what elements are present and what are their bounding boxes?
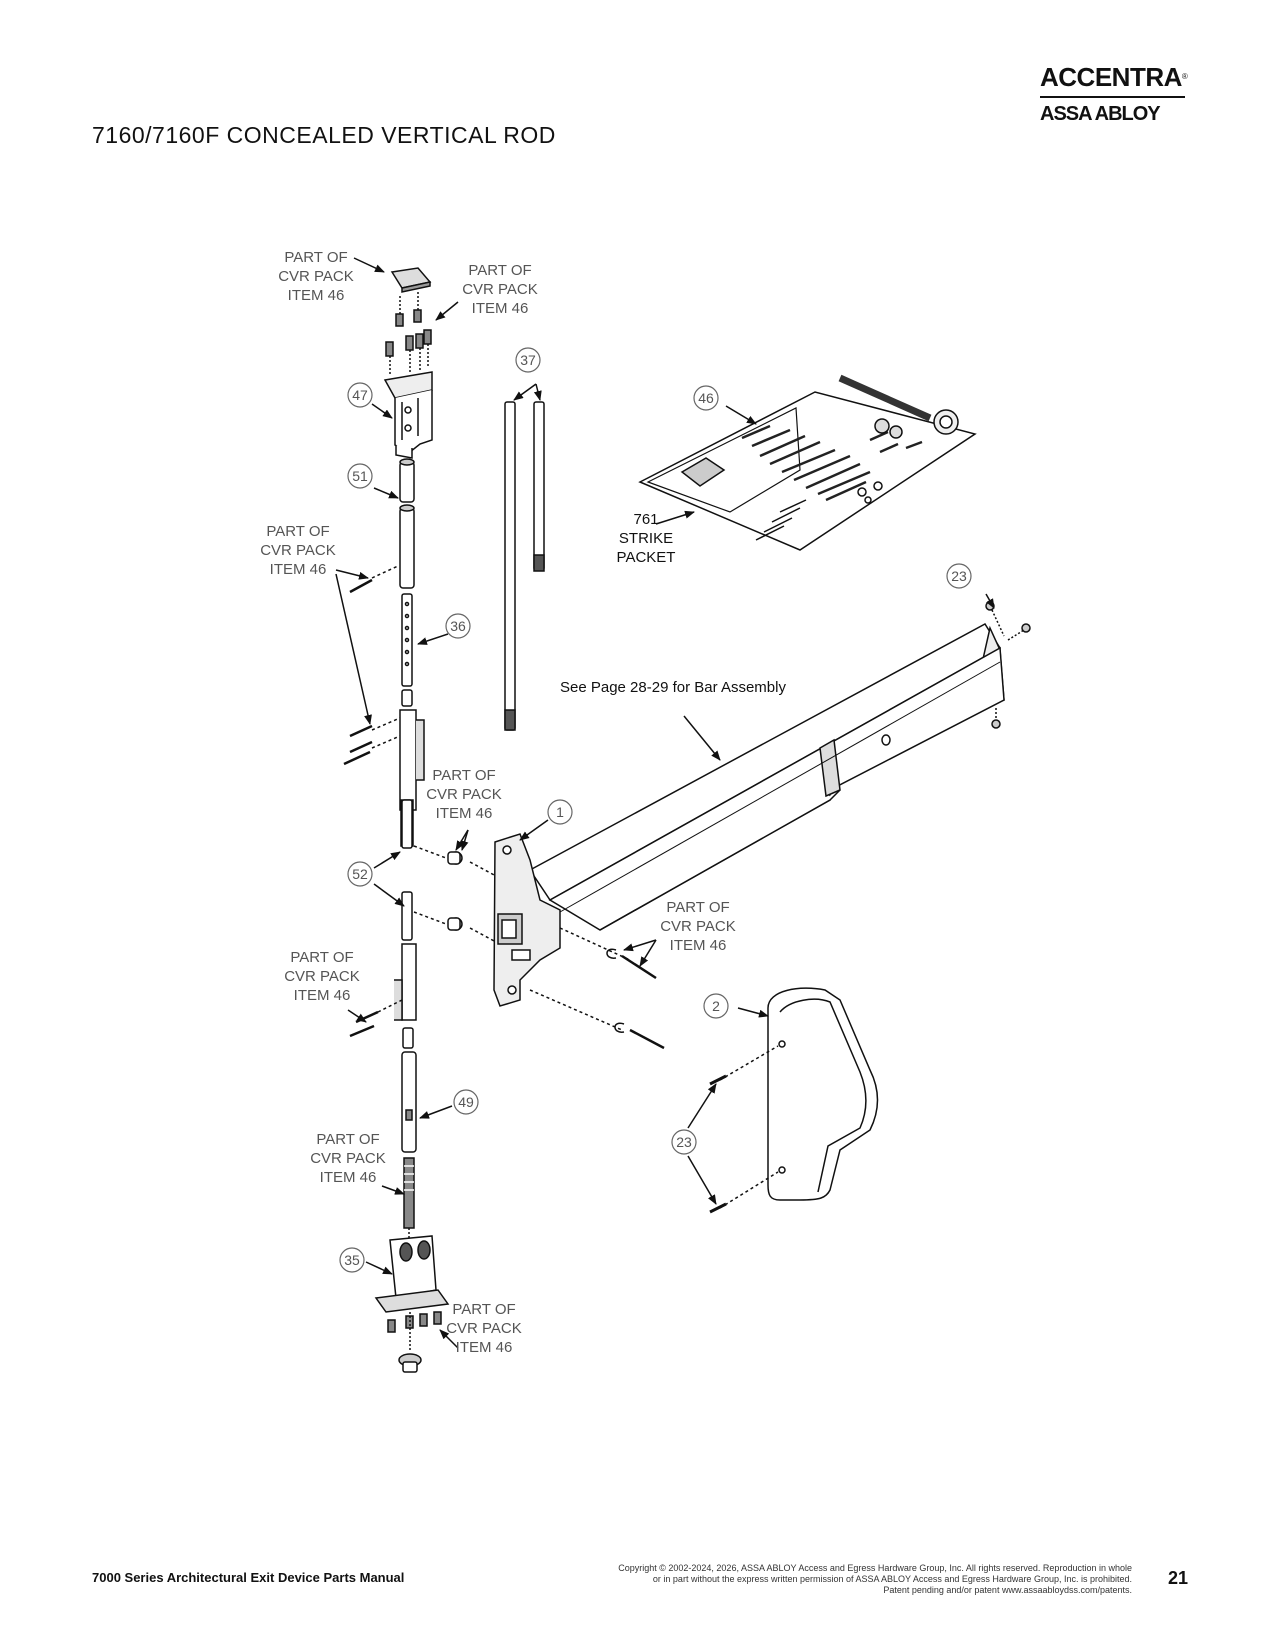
- svg-text:46: 46: [698, 390, 714, 406]
- label-cvr-pack-5: PART OF CVR PACK ITEM 46: [660, 899, 736, 954]
- svg-text:STRIKE: STRIKE: [619, 530, 673, 547]
- svg-text:CVR PACK: CVR PACK: [660, 918, 736, 935]
- item-1-chassis: [469, 833, 665, 1050]
- label-cvr-pack-3: PART OF CVR PACK ITEM 46: [260, 523, 336, 578]
- svg-text:CVR PACK: CVR PACK: [260, 542, 336, 559]
- callout-49: 49: [453, 1089, 479, 1115]
- svg-text:PART OF: PART OF: [468, 262, 531, 279]
- svg-text:2: 2: [712, 998, 720, 1014]
- svg-text:23: 23: [951, 568, 967, 584]
- label-cvr-pack-7: PART OF CVR PACK ITEM 46: [310, 1131, 386, 1186]
- callout-51: 51: [347, 463, 373, 489]
- callout-23-bottom: 23: [671, 1129, 697, 1155]
- callout-52: 52: [347, 861, 373, 887]
- callout-23-top: 23: [946, 563, 972, 589]
- svg-text:37: 37: [520, 352, 536, 368]
- svg-text:See Page 28-29 for Bar Assembl: See Page 28-29 for Bar Assembly: [560, 679, 786, 696]
- svg-text:CVR PACK: CVR PACK: [310, 1150, 386, 1167]
- svg-text:51: 51: [352, 468, 368, 484]
- label-cvr-pack-2: PART OF CVR PACK ITEM 46: [462, 262, 538, 317]
- svg-text:CVR PACK: CVR PACK: [446, 1320, 522, 1337]
- leader-lines: [335, 257, 995, 1349]
- lower-rod-coupler: [349, 943, 417, 1049]
- svg-text:ITEM 46: ITEM 46: [456, 1339, 513, 1356]
- label-cvr-pack-1: PART OF CVR PACK ITEM 46: [278, 249, 354, 304]
- svg-text:PART OF: PART OF: [432, 767, 495, 784]
- svg-text:ITEM 46: ITEM 46: [270, 561, 327, 578]
- svg-text:ITEM 46: ITEM 46: [436, 805, 493, 822]
- item-35-bottom-latch: [374, 1235, 450, 1373]
- copyright-notice: Copyright © 2002-2024, 2026, ASSA ABLOY …: [618, 1563, 1132, 1595]
- item-2-end-cap: [709, 987, 879, 1214]
- item-36-rod-extension: [401, 593, 413, 707]
- svg-text:PART OF: PART OF: [316, 1131, 379, 1148]
- item-37-vertical-rods: [504, 401, 545, 731]
- item-51-rod-segment: [349, 458, 415, 594]
- callout-1: 1: [547, 799, 573, 825]
- label-bar-assembly-note: See Page 28-29 for Bar Assembly: [560, 679, 786, 696]
- exit-bar-assembly: [528, 601, 1031, 931]
- svg-text:PART OF: PART OF: [290, 949, 353, 966]
- svg-text:49: 49: [458, 1094, 474, 1110]
- svg-text:ITEM 46: ITEM 46: [472, 300, 529, 317]
- svg-text:47: 47: [352, 387, 368, 403]
- page-title: 7160/7160F CONCEALED VERTICAL ROD: [92, 122, 556, 148]
- svg-text:1: 1: [556, 804, 564, 820]
- svg-text:35: 35: [344, 1252, 360, 1268]
- svg-text:CVR PACK: CVR PACK: [426, 786, 502, 803]
- svg-text:23: 23: [676, 1134, 692, 1150]
- svg-text:CVR PACK: CVR PACK: [278, 268, 354, 285]
- logo-accentra: ACCENTRA®: [1040, 62, 1188, 92]
- callout-47: 47: [347, 382, 373, 408]
- item-47-top-latch: [383, 371, 433, 459]
- svg-text:PART OF: PART OF: [666, 899, 729, 916]
- callout-35: 35: [339, 1247, 365, 1273]
- top-strike-plate: [390, 267, 432, 293]
- callout-37: 37: [515, 347, 541, 373]
- item-46-cvr-pack: [638, 374, 977, 551]
- svg-text:36: 36: [450, 618, 466, 634]
- accentra-assa-abloy-logo: ACCENTRA® ASSA ABLOY: [1040, 62, 1190, 126]
- label-761-strike-packet: 761 STRIKE PACKET: [617, 511, 676, 566]
- callout-2: 2: [703, 993, 729, 1019]
- logo-divider: [1040, 96, 1185, 98]
- manual-title: 7000 Series Architectural Exit Device Pa…: [92, 1570, 405, 1585]
- svg-text:ITEM 46: ITEM 46: [670, 937, 727, 954]
- svg-text:ITEM 46: ITEM 46: [294, 987, 351, 1004]
- page-number: 21: [1168, 1568, 1189, 1588]
- label-cvr-pack-8: PART OF CVR PACK ITEM 46: [446, 1301, 522, 1356]
- svg-text:PART OF: PART OF: [266, 523, 329, 540]
- svg-text:CVR PACK: CVR PACK: [284, 968, 360, 985]
- svg-text:761: 761: [633, 511, 658, 528]
- item-49-bottom-rod: [401, 1051, 417, 1240]
- top-screws: [385, 292, 432, 375]
- svg-text:PACKET: PACKET: [617, 549, 676, 566]
- label-cvr-pack-6: PART OF CVR PACK ITEM 46: [284, 949, 360, 1004]
- svg-text:52: 52: [352, 866, 368, 882]
- logo-assa-abloy: ASSA ABLOY: [1040, 102, 1161, 125]
- svg-text:CVR PACK: CVR PACK: [462, 281, 538, 298]
- svg-text:PART OF: PART OF: [452, 1301, 515, 1318]
- svg-text:PART OF: PART OF: [284, 249, 347, 266]
- callout-36: 36: [445, 613, 471, 639]
- svg-text:ITEM 46: ITEM 46: [320, 1169, 377, 1186]
- label-cvr-pack-4: PART OF CVR PACK ITEM 46: [426, 767, 502, 822]
- callout-46: 46: [693, 385, 719, 411]
- svg-text:ITEM 46: ITEM 46: [288, 287, 345, 304]
